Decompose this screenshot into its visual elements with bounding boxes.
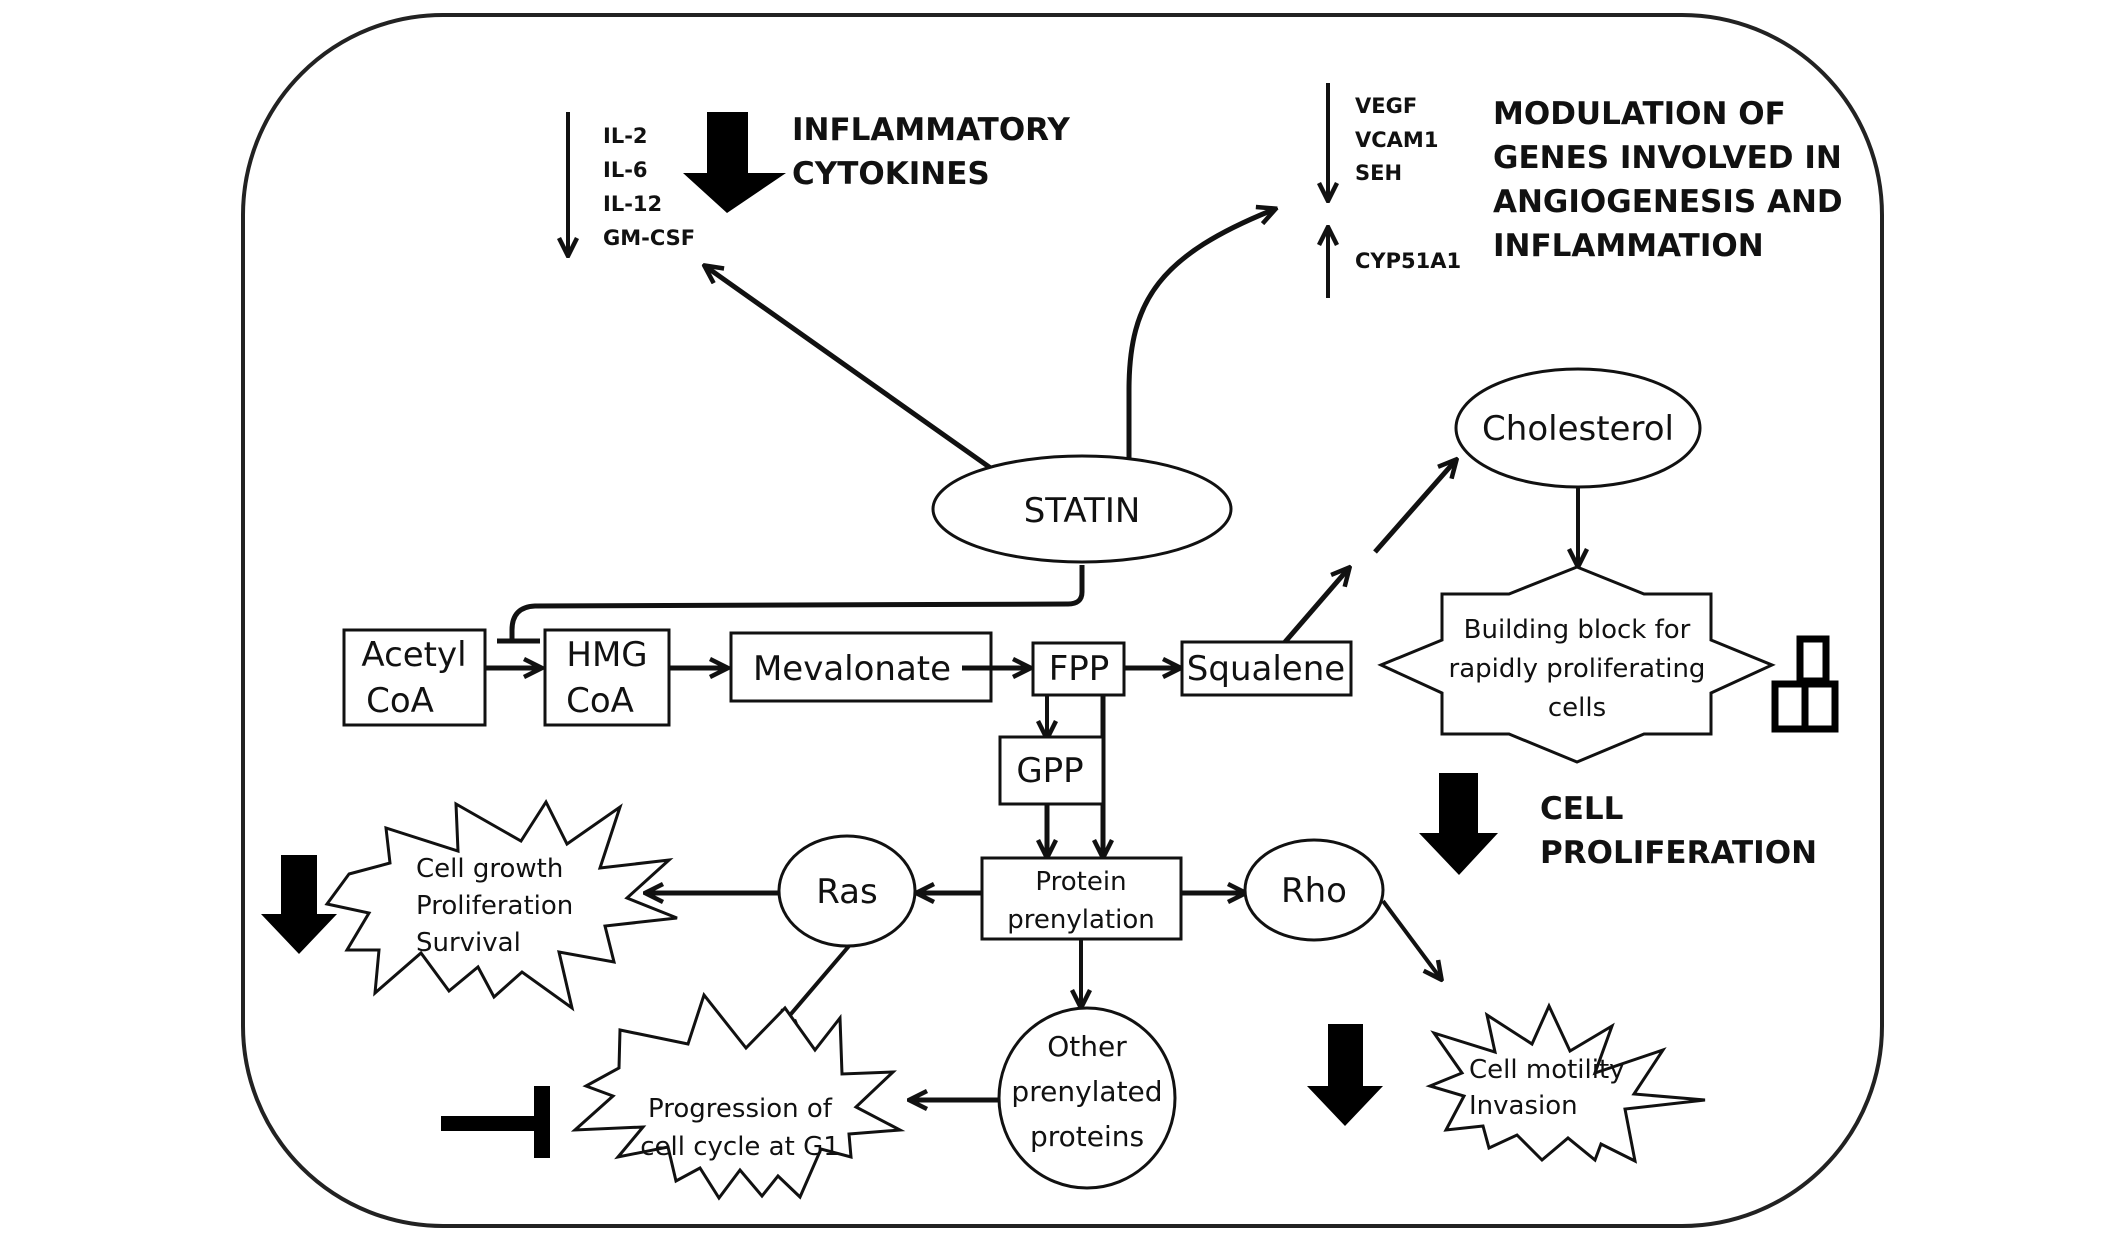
statin-inhibition-line xyxy=(509,565,1085,641)
statin-to-genes-arrow xyxy=(1126,209,1275,464)
cytokine-label: IL-12 xyxy=(603,192,662,216)
statin-node[interactable] xyxy=(931,454,1233,564)
thick-down-arrow-icon xyxy=(1419,773,1498,875)
rho-label: Rho xyxy=(1281,871,1347,911)
gene-label: SEH xyxy=(1355,161,1402,185)
acetyl-coa-node[interactable] xyxy=(342,628,487,727)
gene-label: CYP51A1 xyxy=(1355,249,1461,273)
hmg-coa-label: CoA xyxy=(566,681,634,721)
mevalonate-label: Mevalonate xyxy=(753,649,951,689)
other-prenylated-label: prenylated xyxy=(1011,1075,1162,1108)
thick-down-arrow-icon xyxy=(683,112,786,213)
cell-growth-label: Cell growth xyxy=(416,854,563,884)
stacked-blocks-icon xyxy=(1771,635,1839,733)
genes-heading-line: ANGIOGENESIS AND xyxy=(1493,184,1843,220)
cell-cycle-label: cell cycle at G1 xyxy=(640,1132,840,1162)
cytokine-label: IL-2 xyxy=(603,124,648,148)
cholesterol-label: Cholesterol xyxy=(1482,409,1674,449)
ras-label: Ras xyxy=(816,872,877,912)
cell-growth-node[interactable] xyxy=(324,798,678,1012)
statin-to-cytokines-arrow xyxy=(705,266,994,472)
cell-growth-label: Survival xyxy=(416,928,521,958)
acetyl-coa-label: CoA xyxy=(366,681,434,721)
gene-label: VCAM1 xyxy=(1355,128,1438,152)
gene-label: VEGF xyxy=(1355,94,1417,118)
gpp-label: GPP xyxy=(1016,751,1083,791)
other-prenylated-label: Other xyxy=(1047,1030,1127,1063)
statin-label: STATIN xyxy=(1024,491,1141,531)
rho-node[interactable] xyxy=(1243,838,1385,942)
cell-boundary xyxy=(241,13,1884,1228)
cytokines-heading-line: INFLAMMATORY xyxy=(792,112,1070,148)
squalene-label: Squalene xyxy=(1187,649,1345,689)
protein-prenylation-node[interactable] xyxy=(980,856,1183,941)
fpp-label: FPP xyxy=(1049,649,1110,689)
gpp-node[interactable] xyxy=(998,735,1105,806)
genes-heading-line: GENES INVOLVED IN xyxy=(1493,140,1842,176)
cell-motility-node[interactable] xyxy=(1425,1002,1706,1164)
cell-cycle-label: Progression of xyxy=(648,1094,833,1124)
cytokines-group: IL-2 IL-6 IL-12 GM-CSF INFLAMMATORY CYTO… xyxy=(568,112,1070,255)
cell-cycle-node[interactable] xyxy=(570,991,906,1201)
cytokine-label: IL-6 xyxy=(603,158,648,182)
cell-motility-label: Cell motility xyxy=(1469,1055,1625,1085)
squalene-to-cholesterol-arrow xyxy=(1283,568,1349,644)
rho-to-cell-motility-arrow xyxy=(1381,899,1441,979)
hmg-coa-label: HMG xyxy=(566,635,647,675)
cell-growth-label: Proliferation xyxy=(416,891,573,921)
other-prenylated-label: proteins xyxy=(1030,1120,1144,1153)
cell-proliferation-heading: PROLIFERATION xyxy=(1540,835,1817,871)
squalene-node[interactable] xyxy=(1180,640,1353,697)
protein-prenylation-label: prenylation xyxy=(1007,905,1154,935)
squalene-to-cholesterol-arrow xyxy=(1373,460,1456,554)
hmg-coa-node[interactable] xyxy=(543,628,671,727)
genes-heading-line: INFLAMMATION xyxy=(1493,228,1764,264)
thick-down-arrow-icon xyxy=(261,855,337,954)
building-block-node[interactable] xyxy=(1377,565,1776,764)
thick-down-arrow-icon xyxy=(1307,1024,1383,1126)
cell-proliferation-heading: CELL xyxy=(1540,791,1623,827)
protein-prenylation-label: Protein xyxy=(1035,867,1126,897)
genes-group: VEGF VCAM1 SEH CYP51A1 MODULATION OF GEN… xyxy=(1328,83,1843,298)
building-block-label: Building block for xyxy=(1464,615,1691,645)
cytokines-heading-line: CYTOKINES xyxy=(792,156,990,192)
building-block-label: cells xyxy=(1548,693,1606,723)
cell-motility-label: Invasion xyxy=(1469,1091,1578,1121)
genes-heading-line: MODULATION OF xyxy=(1493,96,1786,132)
mevalonate-node[interactable] xyxy=(729,631,993,703)
cytokine-label: GM-CSF xyxy=(603,226,695,250)
building-block-label: rapidly proliferating xyxy=(1449,654,1706,684)
acetyl-coa-label: Acetyl xyxy=(361,635,466,675)
inhibition-bar-icon xyxy=(441,1086,550,1158)
